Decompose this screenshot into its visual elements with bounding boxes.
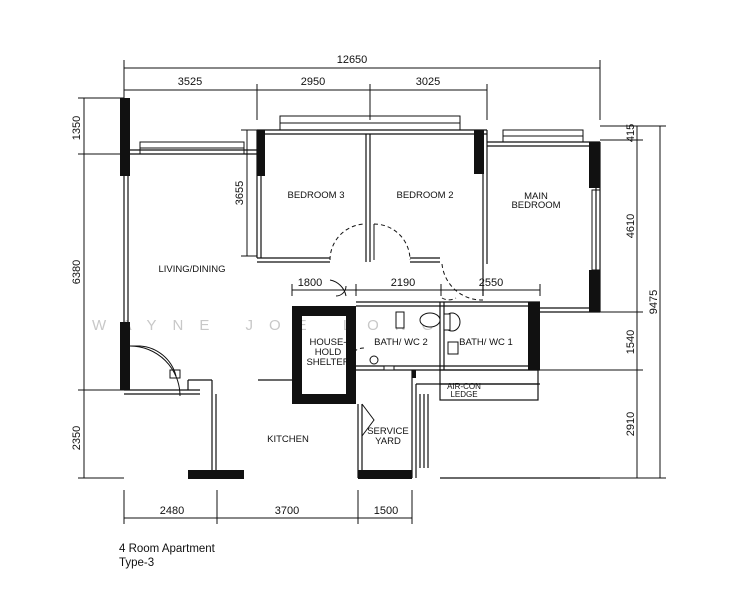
dim-inner-1800: 1800 xyxy=(298,277,322,289)
label-bedroom-2: BEDROOM 2 xyxy=(396,190,453,201)
dim-right-415: 415 xyxy=(625,124,637,142)
label-bath-wc-2: BATH/ WC 2 xyxy=(374,337,428,348)
label-shelter-2: HOLD xyxy=(315,347,342,358)
dim-right-1540: 1540 xyxy=(625,330,637,354)
dim-top-1: 3525 xyxy=(178,76,202,88)
label-shelter-3: SHELTER xyxy=(306,357,349,368)
dim-right-2910: 2910 xyxy=(625,412,637,436)
label-aircon-ledge-2: LEDGE xyxy=(450,390,477,399)
dim-top-2: 2950 xyxy=(301,76,325,88)
dim-left-1: 1350 xyxy=(71,116,83,140)
caption-type: Type-3 xyxy=(119,557,155,569)
dim-top-overall: 12650 xyxy=(337,54,368,66)
thin-walls xyxy=(123,129,601,479)
left-dimension-lines xyxy=(78,97,257,479)
dim-inner-2550: 2550 xyxy=(479,277,503,289)
label-shelter-1: HOUSE- xyxy=(310,337,347,348)
dim-right-overall: 9475 xyxy=(648,290,660,314)
dim-left-2: 6380 xyxy=(71,260,83,284)
label-main-bedroom-1: MAIN xyxy=(524,191,548,202)
door-leaves xyxy=(129,224,375,437)
label-main-bedroom-2: BEDROOM xyxy=(511,200,560,211)
label-living-dining: LIVING/DINING xyxy=(158,264,225,275)
bottom-dimension-lines xyxy=(123,490,413,524)
label-bedroom-3: BEDROOM 3 xyxy=(287,190,344,201)
dim-left-3: 2350 xyxy=(71,426,83,450)
label-service-yard-1: SERVICE xyxy=(367,426,409,437)
dim-bottom-3: 1500 xyxy=(374,505,398,517)
label-aircon-ledge-1: AIR-CON xyxy=(447,382,481,391)
caption-title: 4 Room Apartment xyxy=(119,543,215,555)
dim-bottom-2: 3700 xyxy=(275,505,299,517)
dim-top-3: 3025 xyxy=(416,76,440,88)
dim-right-4610: 4610 xyxy=(625,214,637,238)
label-bath-wc-1: BATH/ WC 1 xyxy=(459,337,513,348)
label-kitchen: KITCHEN xyxy=(267,434,309,445)
top-dimension-lines xyxy=(123,60,601,120)
label-service-yard-2: YARD xyxy=(375,436,401,447)
inner-dimension-lines xyxy=(291,284,541,296)
dim-bottom-1: 2480 xyxy=(160,505,184,517)
bathroom-fixtures xyxy=(369,311,461,371)
dim-bedroom3-depth: 3655 xyxy=(234,181,246,205)
dim-inner-2190: 2190 xyxy=(391,277,415,289)
doors xyxy=(329,223,484,365)
structural-walls xyxy=(120,98,600,479)
